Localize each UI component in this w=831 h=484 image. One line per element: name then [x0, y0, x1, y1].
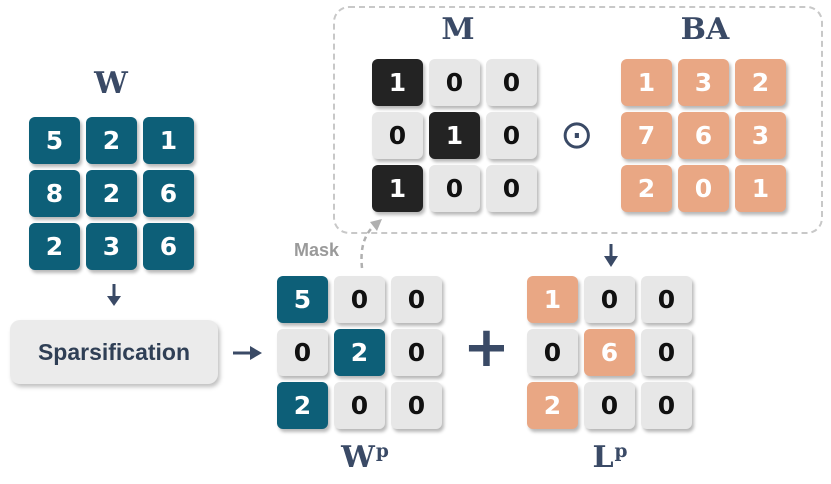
ba-cell: 2	[735, 59, 786, 106]
lp-label-base: L	[592, 440, 614, 475]
ba-cell: 6	[678, 112, 729, 159]
m-cell: 0	[429, 165, 480, 212]
wp-cell: 2	[277, 382, 328, 429]
ba-label: BA	[680, 12, 730, 47]
wp-cell: 0	[391, 276, 442, 323]
wp-label: Wp	[325, 440, 405, 475]
w-cell: 2	[86, 117, 137, 164]
ba-cell: 7	[621, 112, 672, 159]
lp-cell: 0	[641, 382, 692, 429]
wp-label-superscript: p	[375, 440, 389, 462]
lp-label-superscript: p	[614, 440, 628, 462]
w-cell: 6	[143, 223, 194, 270]
lp-cell: 0	[527, 329, 578, 376]
w-label: W	[94, 66, 128, 101]
wp-cell: 5	[277, 276, 328, 323]
wp-cell: 0	[334, 382, 385, 429]
m-cell: 0	[486, 112, 537, 159]
m-cell: 0	[486, 165, 537, 212]
lp-cell: 1	[527, 276, 578, 323]
sparsification-label: Sparsification	[37, 338, 191, 365]
w-cell: 5	[29, 117, 80, 164]
mask-arrow	[360, 219, 382, 269]
ba-cell: 1	[735, 165, 786, 212]
wp-cell: 0	[391, 329, 442, 376]
wp-label-base: W	[341, 440, 375, 475]
w-cell: 8	[29, 170, 80, 217]
wp-cell: 2	[334, 329, 385, 376]
sparsification-box: Sparsification	[10, 320, 218, 384]
m-label: M	[441, 12, 475, 47]
mask-label: Mask	[294, 240, 340, 260]
lp-cell: 0	[641, 276, 692, 323]
hadamard-operator: ⊙	[560, 112, 594, 158]
m-cell: 1	[429, 112, 480, 159]
arrow-down-ba	[604, 244, 618, 267]
m-cell: 1	[372, 165, 423, 212]
lp-cell: 0	[584, 276, 635, 323]
lp-cell: 6	[584, 329, 635, 376]
m-cell: 0	[429, 59, 480, 106]
w-cell: 2	[86, 170, 137, 217]
mask-lowrank-group	[333, 6, 823, 234]
w-cell: 2	[29, 223, 80, 270]
lp-label: Lp	[570, 440, 650, 475]
wp-cell: 0	[334, 276, 385, 323]
lp-cell: 0	[641, 329, 692, 376]
w-cell: 6	[143, 170, 194, 217]
ba-cell: 2	[621, 165, 672, 212]
wp-cell: 0	[277, 329, 328, 376]
ba-cell: 0	[678, 165, 729, 212]
w-cell: 3	[86, 223, 137, 270]
plus-operator: +	[463, 315, 510, 380]
m-cell: 1	[372, 59, 423, 106]
lp-cell: 0	[584, 382, 635, 429]
w-cell: 1	[143, 117, 194, 164]
ba-cell: 1	[621, 59, 672, 106]
arrow-down-w	[107, 284, 121, 306]
m-cell: 0	[372, 112, 423, 159]
ba-cell: 3	[735, 112, 786, 159]
ba-cell: 3	[678, 59, 729, 106]
m-cell: 0	[486, 59, 537, 106]
arrow-right-sparsification	[233, 346, 262, 360]
wp-cell: 0	[391, 382, 442, 429]
lp-cell: 2	[527, 382, 578, 429]
